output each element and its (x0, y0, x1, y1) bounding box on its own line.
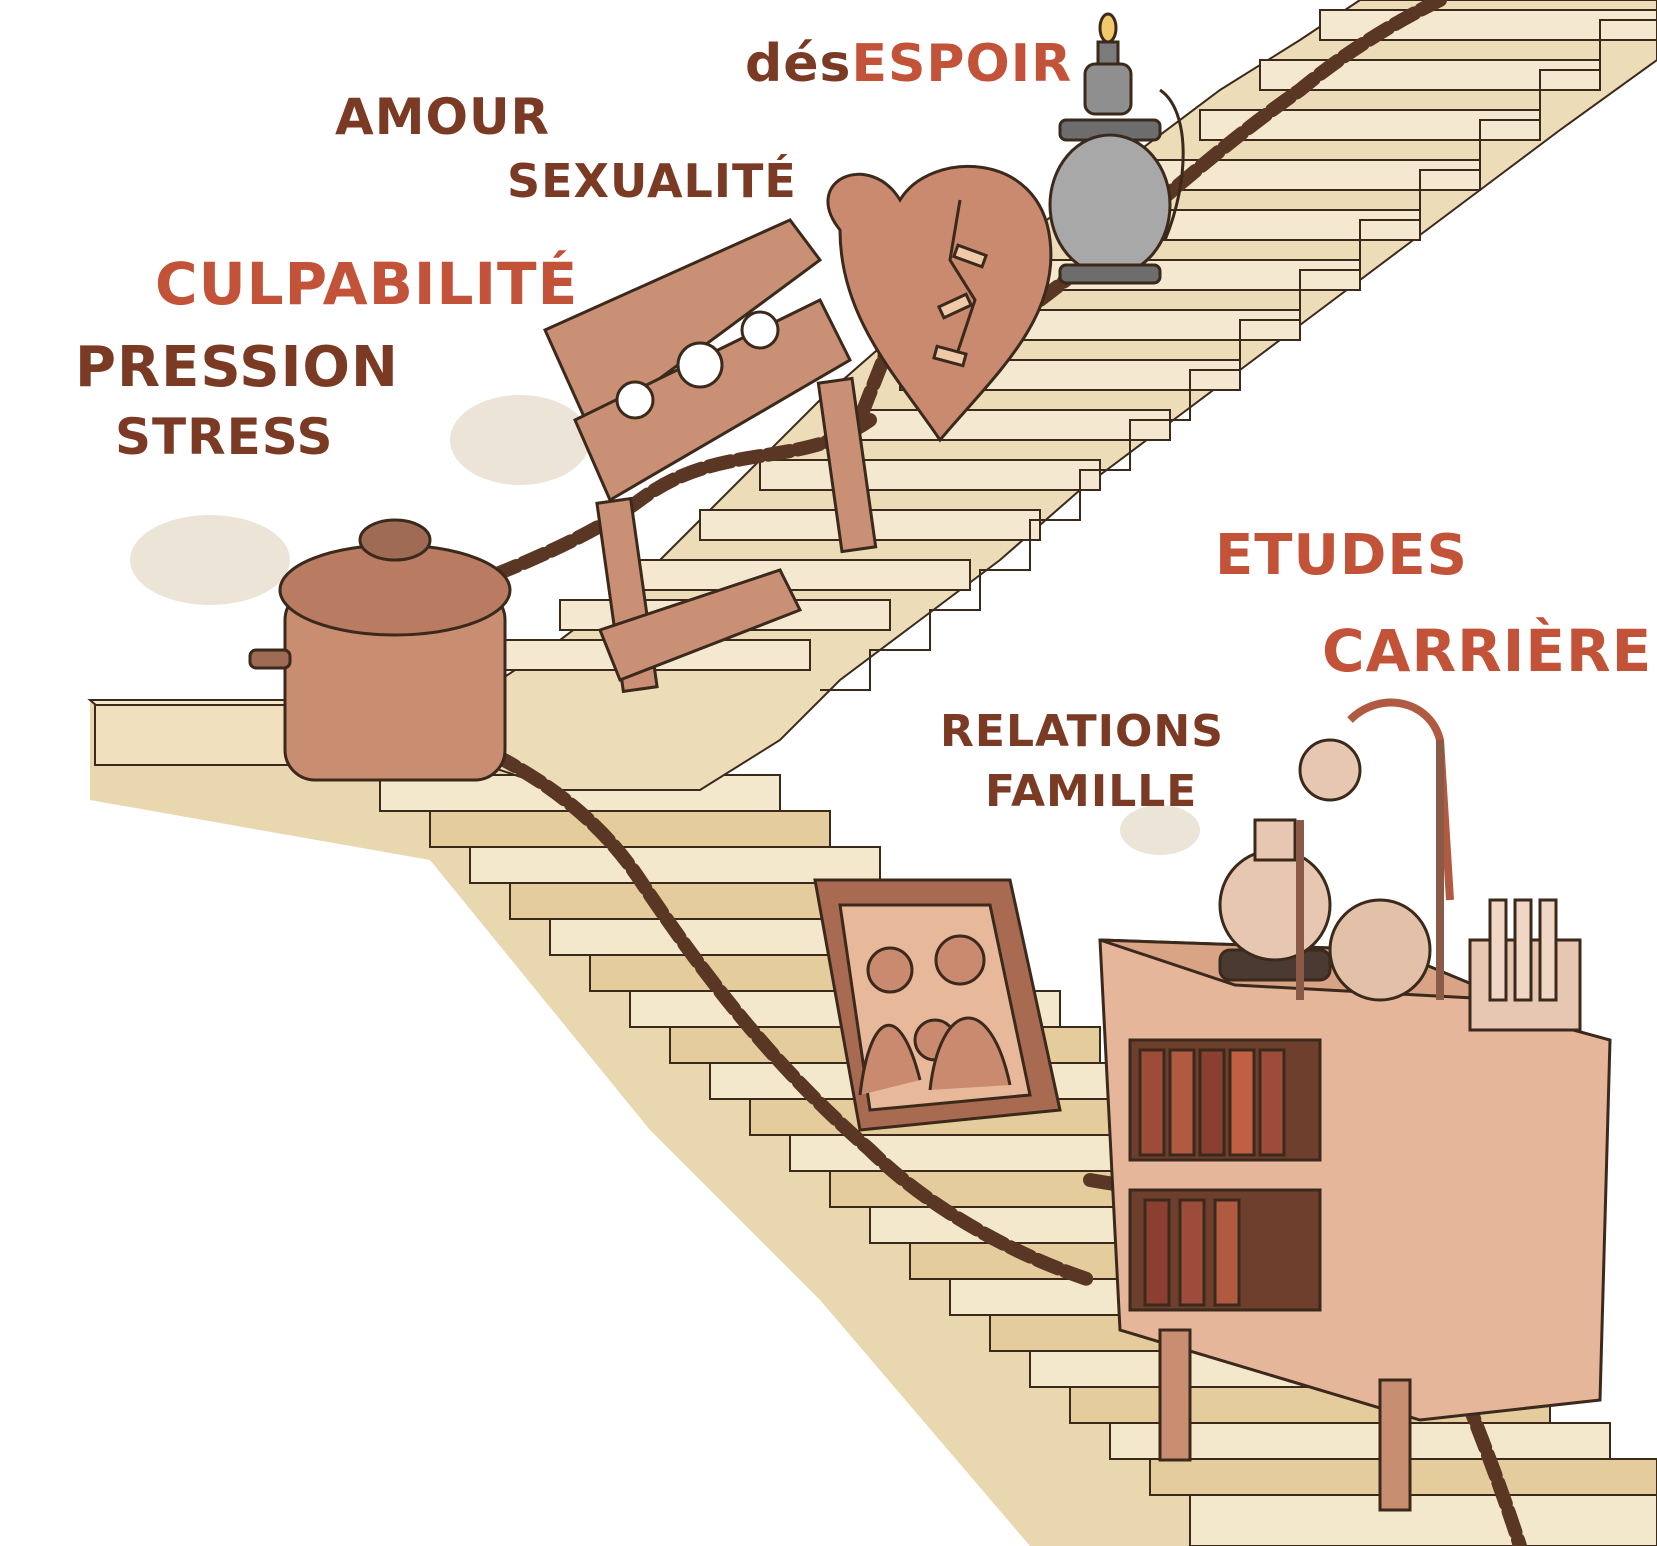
label-carriere: CARRIÈRE (1322, 617, 1653, 685)
broken-heart (826, 164, 1053, 443)
label-sexualite: SEXUALITÉ (507, 154, 797, 208)
label-desespoir-main: ESPOIR (851, 34, 1073, 94)
label-stress: STRESS (115, 408, 334, 466)
family-photo-frame (813, 878, 1062, 1132)
label-relations: RELATIONS (940, 706, 1224, 757)
label-amour: AMOUR (335, 88, 551, 146)
label-desespoir: désESPOIR (745, 38, 1072, 90)
label-pression: PRESSION (75, 335, 399, 400)
label-famille: FAMILLE (985, 766, 1198, 817)
label-culpabilite: CULPABILITÉ (155, 250, 579, 318)
label-desespoir-prefix: dés (745, 34, 852, 94)
label-etudes: ETUDES (1215, 523, 1468, 588)
pressure-cooker (130, 395, 590, 782)
pillory (543, 218, 878, 694)
bookcase (1098, 938, 1612, 1512)
laboratory-glassware (1120, 698, 1582, 1032)
oil-lamp (1048, 12, 1185, 285)
